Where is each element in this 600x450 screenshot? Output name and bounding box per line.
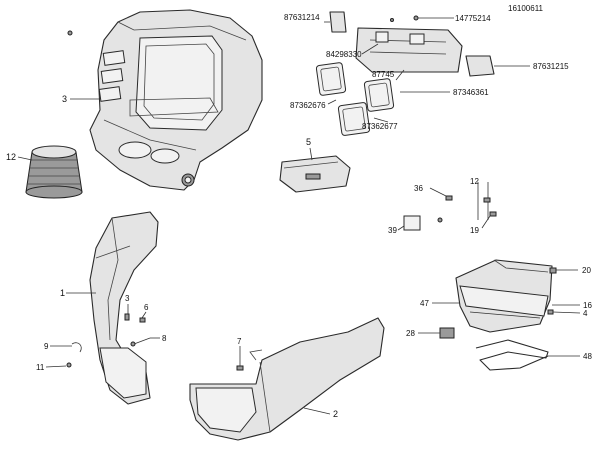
callout-2: 2 xyxy=(333,409,338,419)
callout-12: 12 xyxy=(6,152,16,162)
screw-icon xyxy=(67,30,73,36)
callout-87362677: 87362677 xyxy=(362,122,398,131)
callout-87745: 87745 xyxy=(372,70,395,79)
callout-3: 3 xyxy=(62,94,67,104)
callout-4: 4 xyxy=(583,309,588,318)
callout-16: 16 xyxy=(583,301,592,310)
instrument-panel-housing xyxy=(89,9,263,191)
hardware-small-parts xyxy=(66,313,244,371)
leader-lines xyxy=(17,17,581,415)
callout-36: 36 xyxy=(414,184,423,193)
callout-6: 6 xyxy=(144,303,149,312)
callout-5: 5 xyxy=(306,137,311,147)
right-lower-cover xyxy=(189,317,385,441)
left-column-cover xyxy=(89,211,159,405)
callout-87631214: 87631214 xyxy=(284,13,320,22)
callout-7: 7 xyxy=(237,337,242,346)
callout-87346361: 87346361 xyxy=(453,88,489,97)
callout-11: 11 xyxy=(36,363,45,372)
lamp-lens-right xyxy=(363,78,395,112)
callout-39: 39 xyxy=(388,226,397,235)
callout-16100611: 16100611 xyxy=(508,4,544,13)
callout-8: 8 xyxy=(162,334,167,343)
callout-9: 9 xyxy=(44,342,49,351)
rubber-bellows xyxy=(25,145,83,199)
callout-87631215: 87631215 xyxy=(533,62,569,71)
lamp-lens-left xyxy=(315,62,347,96)
callout-19: 19 xyxy=(470,226,479,235)
callout-84298330: 84298330 xyxy=(326,50,362,59)
switch-panel xyxy=(279,155,351,193)
grommet-part-28 xyxy=(439,327,455,339)
callout-3-small: 3 xyxy=(125,294,130,303)
callout-labels: 3 12 1 3 6 8 9 11 7 2 5 87631214 1477521… xyxy=(6,4,592,419)
callout-28: 28 xyxy=(406,329,415,338)
callout-14775214: 14775214 xyxy=(455,14,491,23)
battery-tray xyxy=(455,259,557,333)
lamp-bracket-assembly xyxy=(329,11,495,77)
callout-20: 20 xyxy=(582,266,591,275)
callout-1: 1 xyxy=(60,288,65,298)
callout-47: 47 xyxy=(420,299,429,308)
callout-48: 48 xyxy=(583,352,592,361)
callout-87362676: 87362676 xyxy=(290,101,326,110)
small-fasteners xyxy=(403,182,497,231)
callout-12-small: 12 xyxy=(470,177,479,186)
lamp-lens-lower xyxy=(337,102,371,136)
hold-down-strap xyxy=(475,339,549,371)
